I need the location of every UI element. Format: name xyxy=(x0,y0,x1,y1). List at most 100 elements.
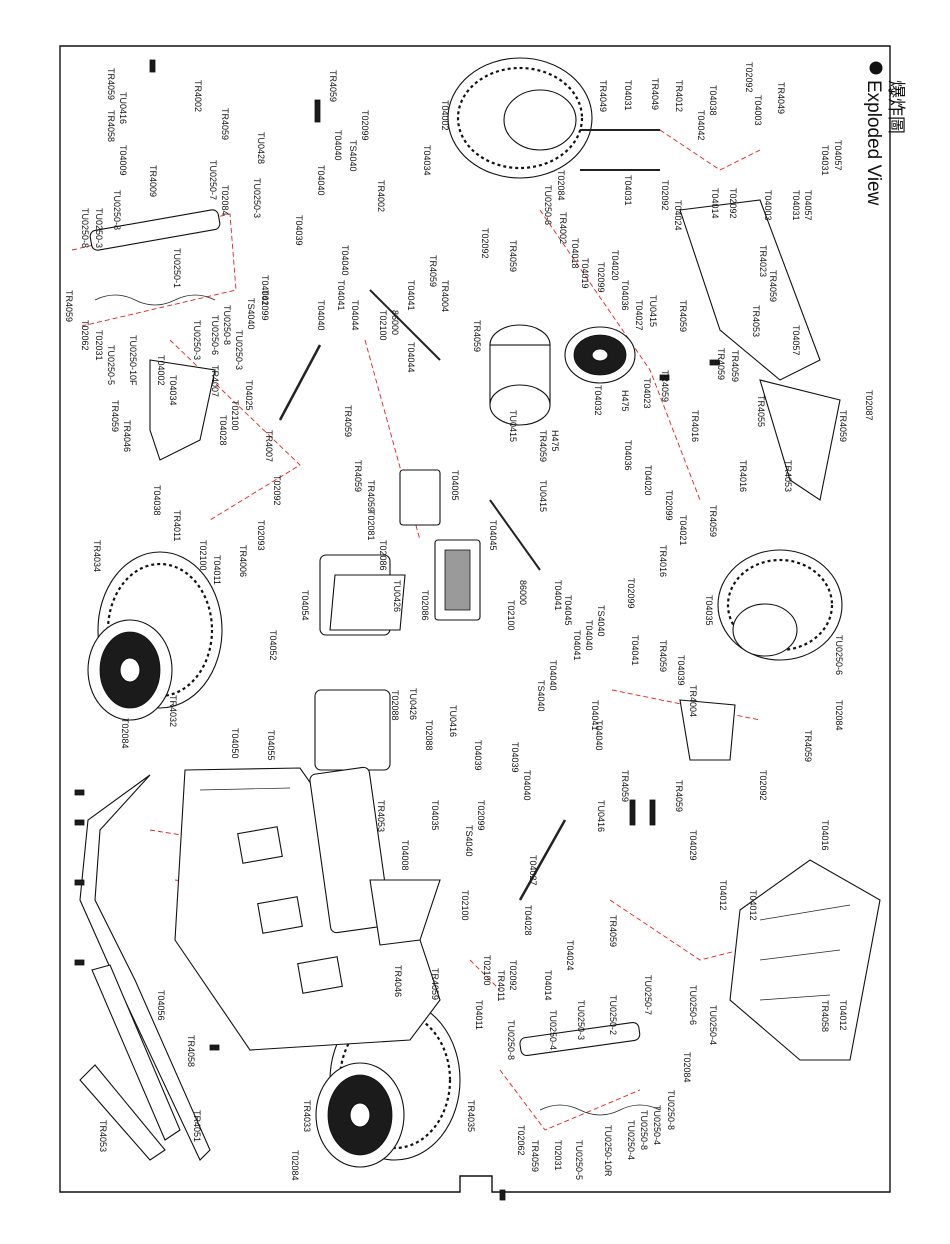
label-tu0428: TU0428 xyxy=(256,132,266,164)
label-t04041-e: T04041 xyxy=(260,275,270,306)
label-t04057: T04057 xyxy=(833,140,843,171)
label-t04042: T04042 xyxy=(696,110,706,141)
label-t04040-h: T04040 xyxy=(316,300,326,331)
title-chinese: 爆炸圖 xyxy=(885,80,906,134)
label-tu0426: TU0426 xyxy=(408,688,418,720)
title-bullet-icon xyxy=(869,61,883,75)
label-tu0250-4-b: TU0250-4 xyxy=(548,1010,558,1050)
label-t04052: T04052 xyxy=(268,630,278,661)
label-h475: H475 xyxy=(620,390,630,412)
label-tu0418-b: TU0416 xyxy=(596,800,606,832)
label-tr4059-e: TR4059 xyxy=(768,270,778,302)
label-t02099-e: T02099 xyxy=(476,800,486,831)
label-tu0415: TU0415 xyxy=(648,295,658,327)
label-t04002-b: T04002 xyxy=(156,355,166,386)
label-tr4059-i: TR4059 xyxy=(660,370,670,402)
label-t04003-b: T04003 xyxy=(763,190,773,221)
label-t04031-d: T04031 xyxy=(623,175,633,206)
label-ts4039: T04039 xyxy=(294,215,304,246)
label-tr4002-b: TR4002 xyxy=(558,212,568,244)
label-t04024-b: T04024 xyxy=(565,940,575,971)
drive-shafts xyxy=(278,129,660,901)
label-tu0250-5: TU0250-5 xyxy=(106,345,116,385)
label-tr4016-b: TR4016 xyxy=(690,410,700,442)
label-tr4059-v: TR4059 xyxy=(110,400,120,432)
label-t02084-c: T02084 xyxy=(682,1052,692,1083)
label-ts4039: T04039 xyxy=(510,742,520,773)
label-tr4059-g: TR4059 xyxy=(730,350,740,382)
label-ts4040-e: TS4040 xyxy=(246,298,256,330)
label-tu0250-8-d: TU0250-8 xyxy=(222,305,232,345)
label-t02031: T02031 xyxy=(94,330,104,361)
label-t04045: T04045 xyxy=(563,595,573,626)
label-t02092-b: T02092 xyxy=(728,188,738,219)
label-t02062: T02062 xyxy=(516,1125,526,1156)
label-t04041: T04041 xyxy=(572,630,582,661)
label-t04011-b: T04011 xyxy=(212,555,222,585)
label-tr4007-b: TR4007 xyxy=(264,430,274,462)
label-tu0250-6-d: TU0250-6 xyxy=(210,315,220,355)
label-tr4004-b: TR4004 xyxy=(440,280,450,312)
label-ts4040-b: TS4040 xyxy=(596,605,606,637)
label-t04040-d: T04040 xyxy=(594,720,604,751)
label-t02100-b: T02100 xyxy=(482,955,492,986)
label-t02100-f: T02100 xyxy=(378,310,388,341)
label-tr4059-n: TR4059 xyxy=(620,770,630,802)
label-tr4059-d: TR4059 xyxy=(678,300,688,332)
label-t04028-b: T04028 xyxy=(218,415,228,446)
label-t04025: T04025 xyxy=(244,380,254,411)
label-t04002: T04002 xyxy=(440,100,450,131)
label-tr4032: TR4032 xyxy=(168,695,178,727)
label-tu0250-7: TU0250-7 xyxy=(643,975,653,1015)
label-t04041-b: T04041 xyxy=(630,635,640,666)
label-tr4059-c: TR4059 xyxy=(328,70,338,102)
label-tr4034: TR4034 xyxy=(92,540,102,572)
center-battery-boxes xyxy=(309,554,406,934)
label-tr4055: TR4055 xyxy=(756,395,766,427)
label-t02092-e: T02092 xyxy=(508,960,518,991)
label-tu0250-3-b: TU0250-3 xyxy=(192,320,202,360)
screws xyxy=(74,59,720,1201)
label-t04038: T04038 xyxy=(708,85,718,116)
side-guards xyxy=(79,774,211,1161)
label-tu0426-b: TU0426 xyxy=(392,580,402,612)
rear-left-wheel xyxy=(315,999,461,1168)
electronics-esc xyxy=(399,469,481,621)
label-t04056: T04056 xyxy=(156,990,166,1021)
label-t04034: T04034 xyxy=(422,145,432,176)
label-t04055: T04055 xyxy=(266,730,276,761)
label-t04012-b: T04012 xyxy=(748,890,758,921)
label-tr4049: TR4049 xyxy=(598,80,608,112)
label-tu0250-5: TU0250-5 xyxy=(574,1140,584,1180)
label-tu0250-7-b: TU0250-7 xyxy=(208,160,218,200)
label-t04011: T04011 xyxy=(474,1000,484,1030)
label-t04031: T04031 xyxy=(623,80,633,111)
label-t04041-c: T04041 xyxy=(553,580,563,611)
label-tu0250-3-d: TU0250-3 xyxy=(94,208,104,248)
label-tu0250-3-c: TU0250-3 xyxy=(234,330,244,370)
label-tu0250-6: TU0250-6 xyxy=(543,185,553,225)
label-t04014: T04014 xyxy=(710,188,720,219)
label-t04036-b: T04036 xyxy=(623,440,633,471)
label-t02100-e: T02100 xyxy=(230,400,240,431)
label-t04014-b: T04014 xyxy=(543,970,553,1001)
label-t04031-b: T04031 xyxy=(820,145,830,176)
title-block: Exploded View 爆炸圖 xyxy=(863,61,906,206)
label-tr4059-z: TR4059 xyxy=(508,240,518,272)
label-t02099: T02099 xyxy=(360,110,370,141)
label-t86000-b: 86000 xyxy=(390,310,400,335)
label-tr4059-w: TR4059 xyxy=(64,290,74,322)
label-t04040-c: T04040 xyxy=(548,660,558,691)
label-tu0415-b: TU0415 xyxy=(508,410,518,442)
label-t02084-f: T02084 xyxy=(220,185,230,216)
label-tr4033: TR4033 xyxy=(302,1100,312,1132)
label-t04005: T04005 xyxy=(450,470,460,501)
label-tr4059: TR4059 xyxy=(106,68,116,100)
label-t04044: T04044 xyxy=(350,300,360,331)
label-tr4002: TR4002 xyxy=(193,80,203,112)
label-tr4058: TR4058 xyxy=(106,110,116,142)
sheet-border xyxy=(59,45,891,1193)
label-tu0250-8: TU0250-8 xyxy=(506,1020,516,1060)
label-t04027-b: T04027 xyxy=(528,855,538,886)
label-t04029: T04029 xyxy=(688,830,698,861)
